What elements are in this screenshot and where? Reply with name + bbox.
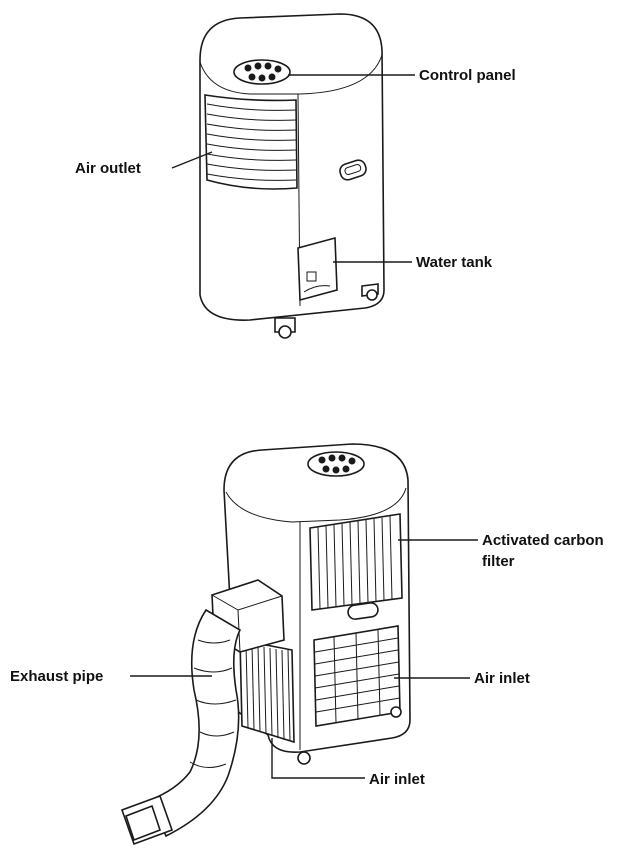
control-panel-part	[233, 59, 291, 85]
exhaust-pipe-part	[120, 579, 285, 846]
label-activated-carbon-filter-line2: filter	[482, 553, 515, 570]
label-exhaust-pipe: Exhaust pipe	[10, 668, 103, 685]
air-outlet-louvers	[204, 94, 298, 190]
rear-casters	[297, 706, 402, 765]
rear-view-unit	[120, 443, 478, 846]
rear-air-inlet-grille	[313, 625, 401, 727]
carbon-filter-grille	[309, 513, 403, 611]
water-tank-part	[297, 236, 338, 302]
front-casters	[274, 283, 379, 339]
label-activated-carbon-filter-line1: Activated carbon	[482, 532, 604, 549]
side-air-inlet-grille	[239, 639, 295, 744]
label-air-inlet-right: Air inlet	[474, 670, 530, 687]
label-air-outlet: Air outlet	[75, 160, 141, 177]
label-water-tank: Water tank	[416, 254, 493, 271]
label-air-inlet-bottom: Air inlet	[369, 771, 425, 788]
front-view-unit	[171, 13, 415, 339]
label-control-panel: Control panel	[419, 67, 516, 84]
